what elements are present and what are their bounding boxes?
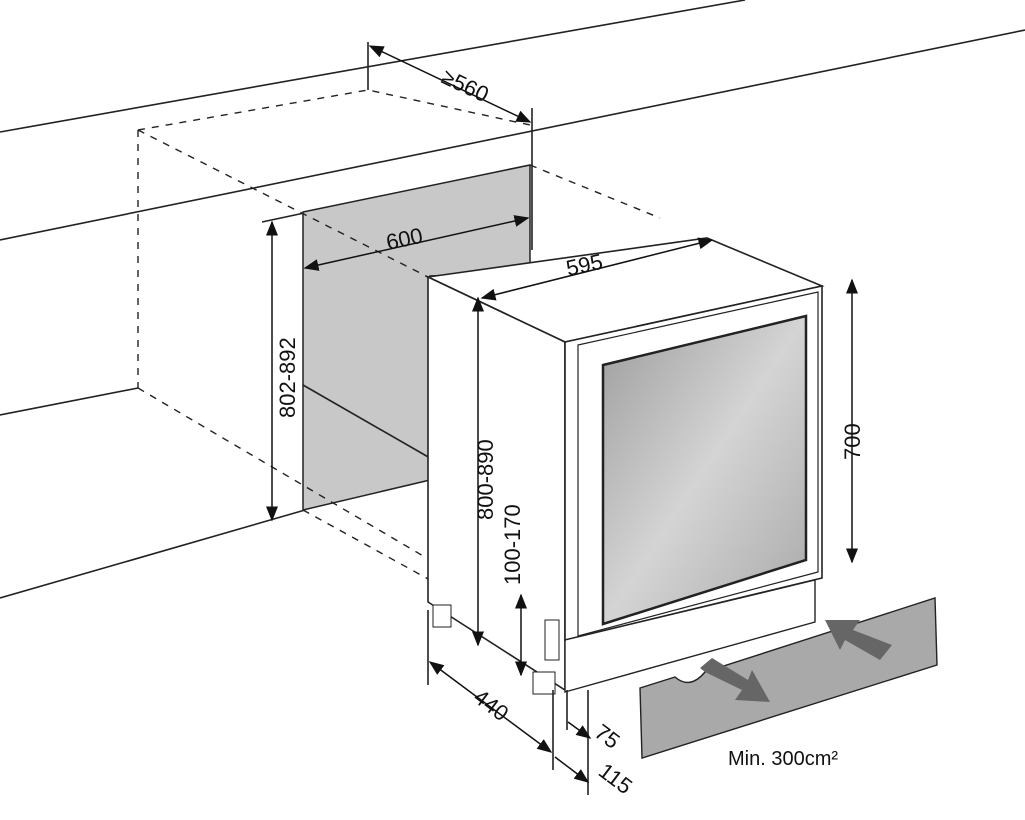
foot bbox=[432, 604, 452, 628]
dimension-lines bbox=[266, 42, 858, 795]
label-plinth-depth: 115 bbox=[594, 758, 637, 799]
foot bbox=[532, 671, 556, 695]
label-appliance-height: 800-890 bbox=[473, 439, 498, 520]
vent-area-note: Min. 300cm² bbox=[728, 748, 838, 770]
ventilation-grille bbox=[639, 597, 938, 759]
foot bbox=[544, 619, 560, 661]
label-door-height: 700 bbox=[840, 423, 865, 460]
wine-cooler bbox=[425, 237, 825, 695]
label-niche-height: 802-892 bbox=[275, 337, 300, 418]
label-plinth-height: 100-170 bbox=[500, 504, 525, 585]
airflow-out-arrow bbox=[700, 658, 770, 702]
plinth bbox=[564, 579, 816, 693]
airflow-in-arrow bbox=[825, 620, 892, 660]
glass-door bbox=[601, 314, 808, 626]
label-depth-min: ≥560 bbox=[438, 64, 493, 107]
label-plinth-offset: 75 bbox=[590, 719, 625, 754]
